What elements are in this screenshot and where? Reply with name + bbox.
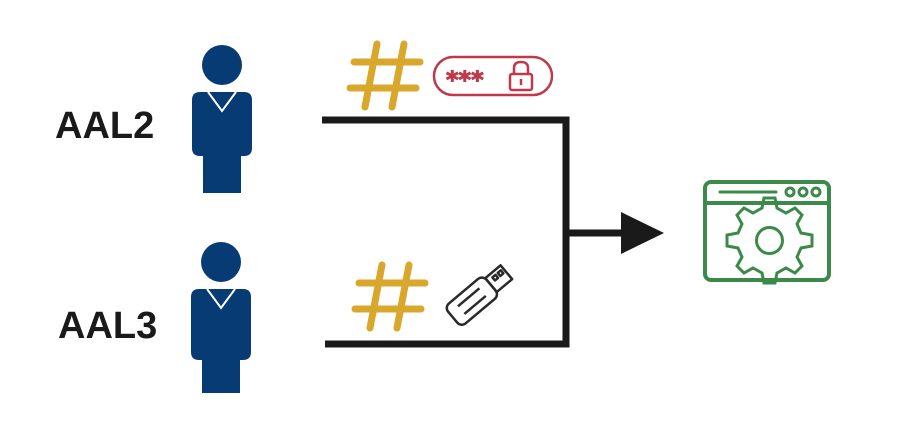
hash-icon [346,40,424,111]
aal3-label: AAL3 [58,305,157,347]
person-icon [191,242,251,393]
password-lock-icon: *** [432,55,554,97]
hash-icon [351,261,429,332]
usb-key-icon [445,264,514,326]
aal2-label: AAL2 [55,105,154,147]
arrow-head [621,212,664,254]
person-icon [192,45,252,193]
app-window-gear-icon [703,180,831,285]
password-mask: *** [446,66,484,94]
gear-icon [725,196,814,285]
connector-lines [322,116,625,348]
